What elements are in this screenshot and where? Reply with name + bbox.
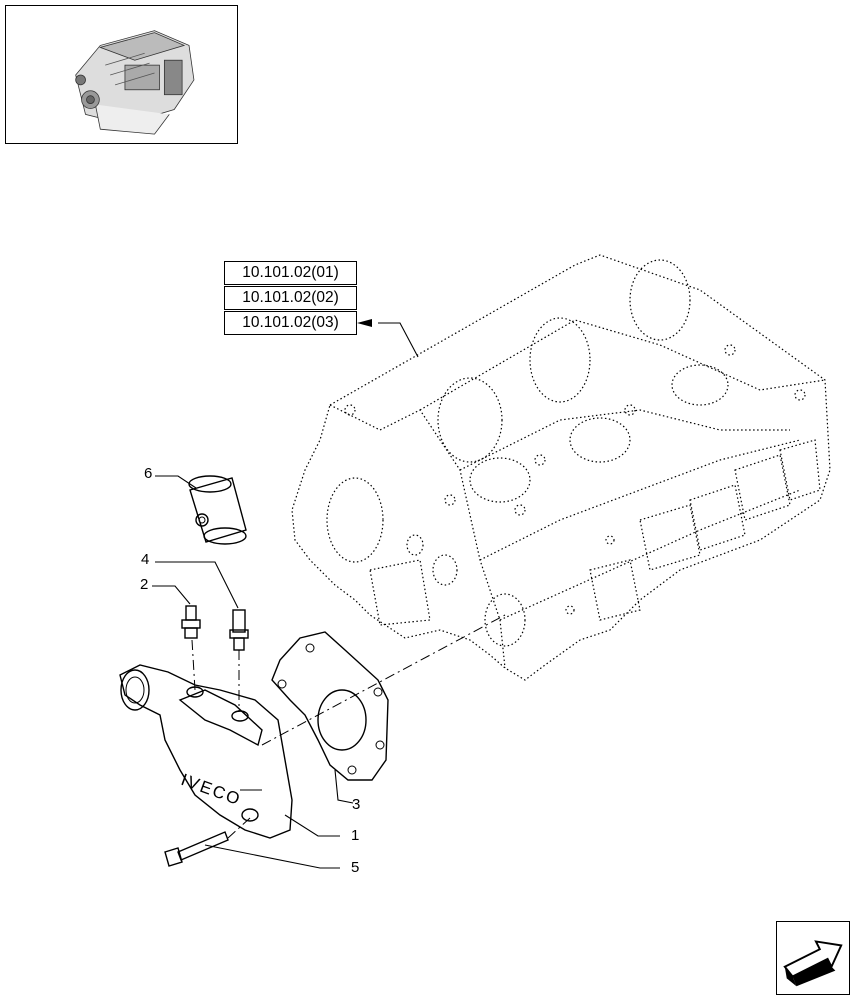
next-page-button[interactable] [776,921,850,995]
part-3-gasket [271,631,389,781]
part-6-cylinder [188,475,247,545]
reference-link-02[interactable]: 10.101.02(02) [224,286,357,310]
leader-6 [155,475,197,489]
engine-thumbnail [5,5,238,144]
leader-5 [204,844,340,869]
reference-link-03[interactable]: 10.101.02(03) [224,311,357,335]
callout-5: 5 [351,859,360,876]
leader-2 [152,585,191,605]
callout-6: 6 [144,465,153,482]
axis-5 [227,817,251,839]
callout-3: 3 [352,796,361,813]
leader-3 [334,769,354,804]
leader-4 [155,561,239,609]
reference-link-01[interactable]: 10.101.02(01) [224,261,357,285]
part-5-bolt [164,831,229,867]
callout-1: 1 [351,827,360,844]
part-4-stud [229,609,249,651]
reference-arrowhead [357,319,372,327]
part-2-sensor [181,605,201,639]
next-page-arrow-icon [783,940,843,987]
engine-thumbnail-icon [75,30,195,135]
axis-2 [191,639,196,691]
callout-4: 4 [141,551,150,568]
engine-block-phantom [291,254,831,681]
callout-2: 2 [140,576,149,593]
leader-1 [284,814,340,837]
part-1-housing [119,664,293,839]
reference-leader [378,322,419,358]
main-alignment-axis [261,614,506,746]
